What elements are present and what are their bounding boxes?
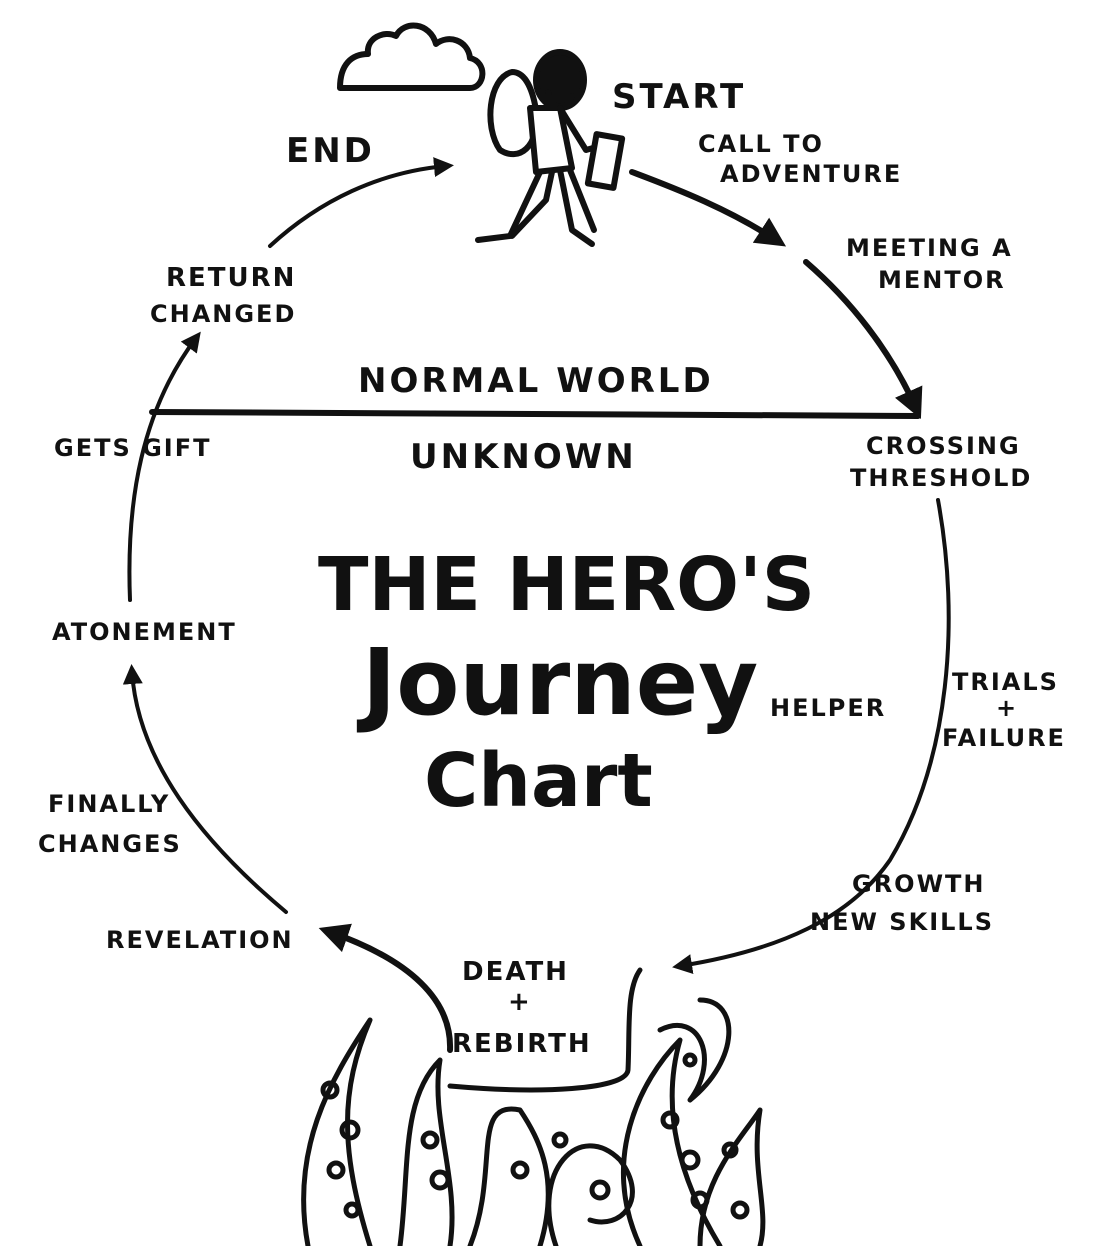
death-label-line2: + (508, 987, 532, 1017)
title-line3: Chart (424, 738, 653, 824)
threshold-label-line1: CROSSING (866, 432, 1021, 460)
unknown-label: UNKNOWN (410, 437, 637, 477)
mentor-label-line1: MEETING A (846, 234, 1013, 262)
arrow-call-to-mentor (629, 169, 787, 247)
tentacles-icon (301, 997, 766, 1249)
revelation-label: REVELATION (106, 926, 294, 954)
title-line1: THE HERO'S (318, 542, 815, 628)
call-label-line2: ADVENTURE (720, 160, 902, 188)
helper-label: HELPER (770, 694, 886, 722)
normal-world-label: NORMAL WORLD (358, 361, 714, 401)
gift-label: GETS GIFT (54, 434, 212, 462)
mentor-label-line2: MENTOR (878, 266, 1006, 294)
arrow-revelation-to-atonement (122, 664, 288, 914)
death-label-line3: REBIRTH (452, 1029, 592, 1059)
growth-label-line1: GROWTH (852, 870, 986, 898)
end-label: END (286, 131, 375, 171)
arrow-threshold-to-growth (672, 498, 951, 974)
cloud-icon (337, 22, 486, 91)
pit-outline (447, 967, 643, 1093)
start-label: START (612, 77, 746, 117)
finally-label-line2: CHANGES (38, 830, 182, 858)
growth-label-line2: NEW SKILLS (810, 908, 994, 936)
arrow-mentor-to-threshold (803, 259, 923, 419)
atonement-label: ATONEMENT (52, 618, 237, 646)
threshold-label-line2: THRESHOLD (850, 464, 1032, 492)
title-line2: Journey (356, 629, 758, 736)
arrow-return-to-end (268, 157, 454, 248)
horizon-line (149, 409, 921, 419)
call-label-line1: CALL TO (698, 130, 824, 158)
trials-label-line1: TRIALS (952, 668, 1059, 696)
trials-label-line2: + (996, 694, 1018, 722)
return-label-line2: CHANGED (150, 300, 296, 328)
trials-label-line3: FAILURE (942, 724, 1066, 752)
arrow-atonement-to-return (127, 331, 201, 602)
finally-label-line1: FINALLY (48, 790, 170, 818)
hero-figure-icon (475, 49, 626, 247)
arrow-death-to-revelation (318, 923, 454, 1053)
return-label-line1: RETURN (166, 263, 296, 293)
death-label-line1: DEATH (462, 957, 569, 987)
